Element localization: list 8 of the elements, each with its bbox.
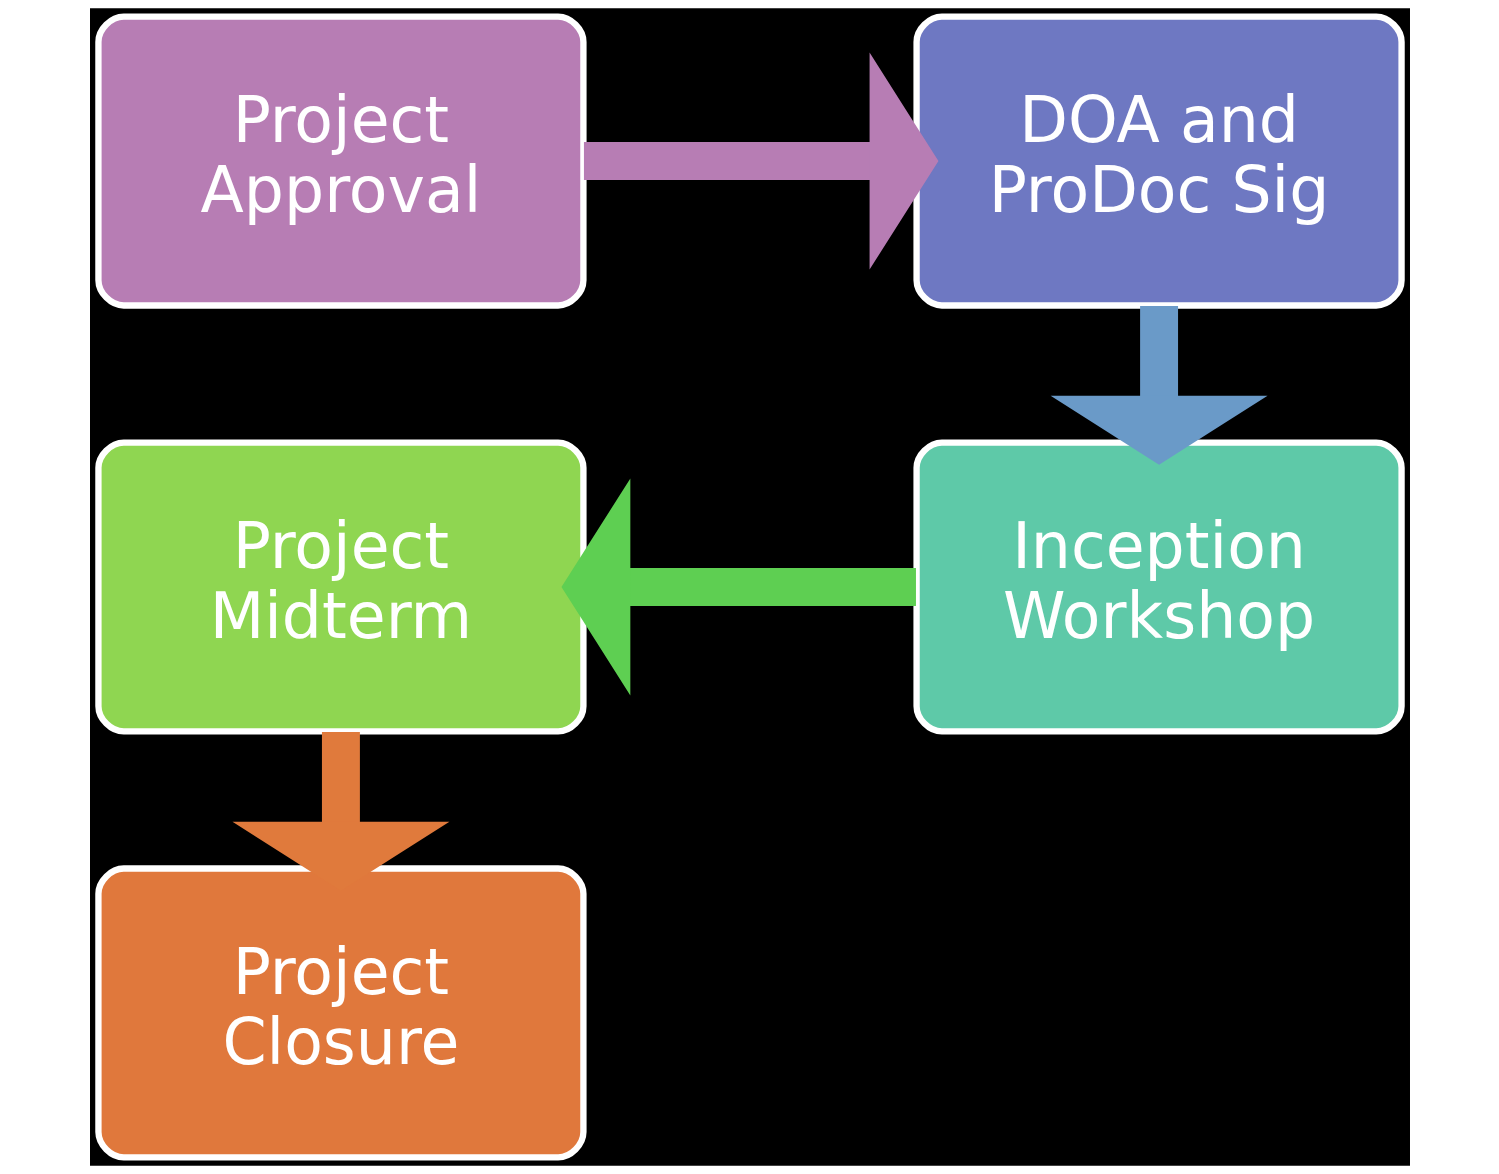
arrow bbox=[1050, 306, 1268, 465]
node-box: Inception Workshop bbox=[912, 439, 1405, 735]
arrow bbox=[583, 52, 938, 270]
node-box: DOA and ProDoc Sig bbox=[912, 13, 1405, 309]
node-box: Project Closure bbox=[94, 865, 587, 1161]
node-box: Project Approval bbox=[94, 13, 587, 309]
arrow bbox=[560, 478, 916, 696]
node-box: Project Midterm bbox=[94, 439, 587, 735]
